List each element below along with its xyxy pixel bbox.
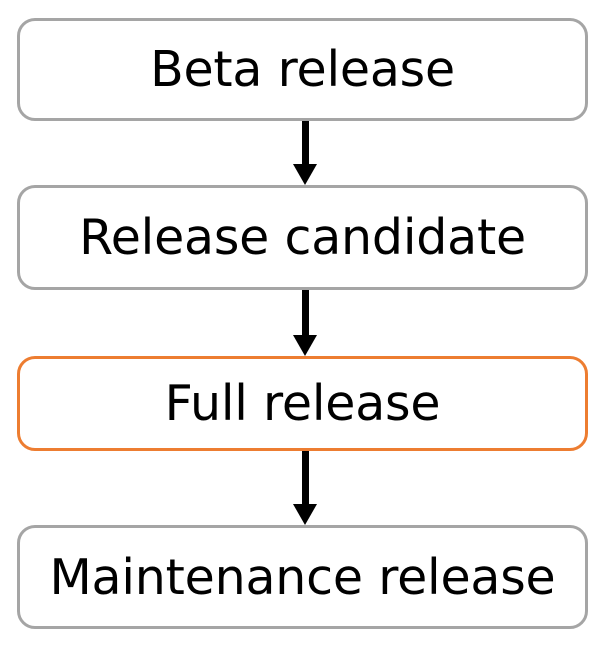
arrow-shaft — [302, 451, 309, 504]
flow-node-release-candidate[interactable]: Release candidate — [17, 185, 588, 290]
flow-node-label: Maintenance release — [49, 548, 556, 606]
arrow-shaft — [302, 121, 309, 164]
arrow-head — [293, 504, 317, 525]
flow-node-beta-release[interactable]: Beta release — [17, 18, 588, 121]
arrow-shaft — [302, 290, 309, 335]
flow-node-full-release[interactable]: Full release — [17, 356, 588, 451]
flow-node-label: Release candidate — [79, 209, 526, 266]
flow-node-maintenance-release[interactable]: Maintenance release — [17, 525, 588, 629]
arrow-head — [293, 164, 317, 185]
flow-node-label: Full release — [164, 375, 441, 432]
flow-node-label: Beta release — [150, 41, 455, 98]
arrow-head — [293, 335, 317, 356]
